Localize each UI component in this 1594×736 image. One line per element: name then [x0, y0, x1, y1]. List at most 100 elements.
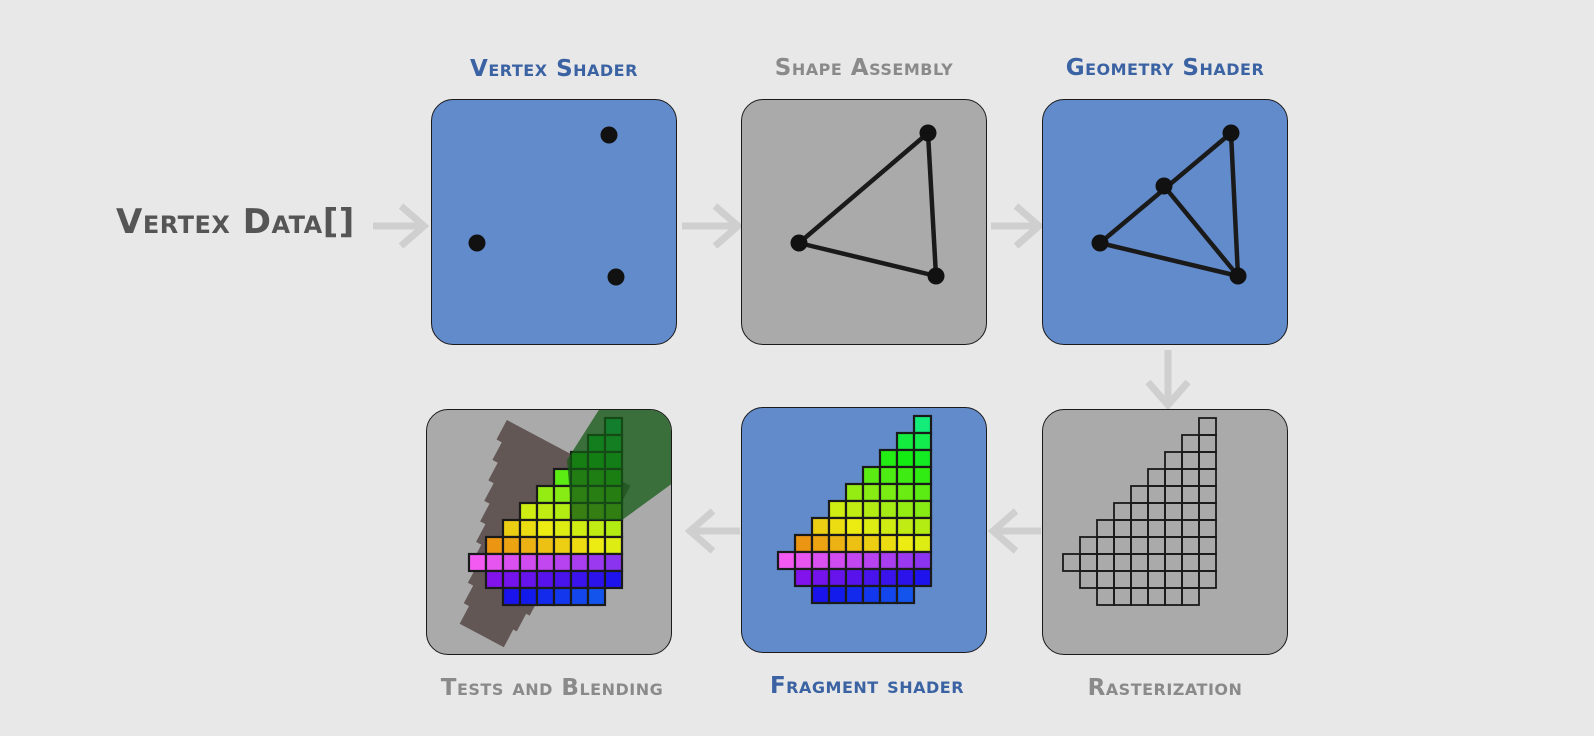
shape-assembly-box [741, 99, 987, 345]
fragment-cell [810, 516, 831, 537]
fragment-cell [552, 484, 573, 505]
fragment-cell [501, 569, 522, 590]
raster-cell [1198, 417, 1217, 436]
raster-cell [1181, 468, 1200, 487]
fragment-cell [535, 586, 556, 607]
fragment-cell [793, 567, 814, 588]
fragment-cell [603, 569, 624, 590]
fragment-cell [844, 516, 865, 537]
fragment-cell [793, 550, 814, 571]
fragment-cell [878, 482, 899, 503]
raster-cell [1147, 553, 1166, 572]
raster-cell [1181, 502, 1200, 521]
fragment-cell [844, 533, 865, 554]
fragment-cell [552, 569, 573, 590]
blended-overlay [567, 410, 671, 520]
fragment-cell [603, 535, 624, 556]
fragment-cell [518, 552, 539, 573]
raster-cell [1130, 502, 1149, 521]
raster-cell [1130, 485, 1149, 504]
fragment-cell [878, 499, 899, 520]
fragment-cell [827, 567, 848, 588]
fragment-cell [535, 535, 556, 556]
fragment-cell [586, 586, 607, 607]
raster-cell [1113, 587, 1132, 606]
raster-cell [1181, 536, 1200, 555]
fragment-cell [895, 482, 916, 503]
fragment-cell [912, 482, 933, 503]
fragment-cell [776, 550, 797, 571]
blended-fragments [459, 410, 671, 648]
fragment-cell [484, 535, 505, 556]
raster-cell [1164, 451, 1183, 470]
fragment-cell [552, 535, 573, 556]
fragment-cell [895, 550, 916, 571]
raster-cell [1198, 519, 1217, 538]
fragment-cell [912, 516, 933, 537]
raster-cell [1147, 536, 1166, 555]
vertex-shader-label: Vertex Shader [470, 56, 638, 82]
fragment-cell [552, 586, 573, 607]
fragment-cell [569, 552, 590, 573]
raster-cell [1096, 519, 1115, 538]
fragment-cell [810, 550, 831, 571]
raster-cell [1147, 485, 1166, 504]
fragment-cell [552, 518, 573, 539]
fragment-cell [810, 584, 831, 605]
fragment-cell [827, 550, 848, 571]
fragment-cell [586, 552, 607, 573]
fragment-cell [501, 518, 522, 539]
raster-cell [1164, 502, 1183, 521]
fragment-cell [518, 501, 539, 522]
raster-cell [1079, 553, 1098, 572]
fragment-cell [603, 518, 624, 539]
raster-cell [1164, 519, 1183, 538]
raster-cell [1130, 553, 1149, 572]
vertex-data-label: Vertex Data[] [116, 202, 355, 242]
fragment-cell [895, 431, 916, 452]
fragment-cell [895, 533, 916, 554]
raster-cell [1147, 468, 1166, 487]
geometry-triangles [1091, 124, 1247, 285]
raster-cell [1198, 451, 1217, 470]
fragment-cell [501, 552, 522, 573]
raster-cell [1198, 570, 1217, 589]
raster-cell [1147, 570, 1166, 589]
raster-cell [1113, 536, 1132, 555]
fragment-cell [861, 499, 882, 520]
fragment-cell [878, 567, 899, 588]
fragment-cell [912, 567, 933, 588]
fragment-cell [484, 569, 505, 590]
fragment-cell [810, 567, 831, 588]
raster-cell [1164, 587, 1183, 606]
rasterization-box [1042, 409, 1288, 655]
fragment-cell [518, 518, 539, 539]
fragment-cell [895, 448, 916, 469]
fragment-cell [912, 550, 933, 571]
fragment-cell [827, 584, 848, 605]
fragment-cell [569, 569, 590, 590]
fragment-cell [844, 550, 865, 571]
raster-cell [1181, 519, 1200, 538]
fragment-cell [501, 586, 522, 607]
fragment-cell [518, 535, 539, 556]
fragment-cell [586, 569, 607, 590]
raster-cell [1181, 553, 1200, 572]
raster-cell [1181, 485, 1200, 504]
fragment-cell [603, 552, 624, 573]
fragment-cell [844, 584, 865, 605]
raster-cell [1130, 519, 1149, 538]
raster-cell [1198, 485, 1217, 504]
fragment-cell [912, 499, 933, 520]
raster-cell [1096, 536, 1115, 555]
fragment-cell [861, 516, 882, 537]
raster-cell [1096, 553, 1115, 572]
fragment-cell [895, 499, 916, 520]
raster-cell [1096, 570, 1115, 589]
fragment-cell [586, 535, 607, 556]
raster-cell [1147, 502, 1166, 521]
fragment-cell [552, 501, 573, 522]
rasterization-label: Rasterization [1087, 675, 1243, 701]
